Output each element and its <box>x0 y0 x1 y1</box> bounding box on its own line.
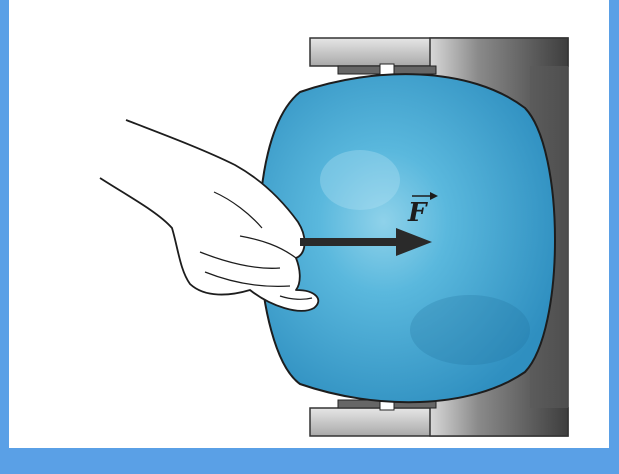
force-label: F <box>408 200 426 226</box>
